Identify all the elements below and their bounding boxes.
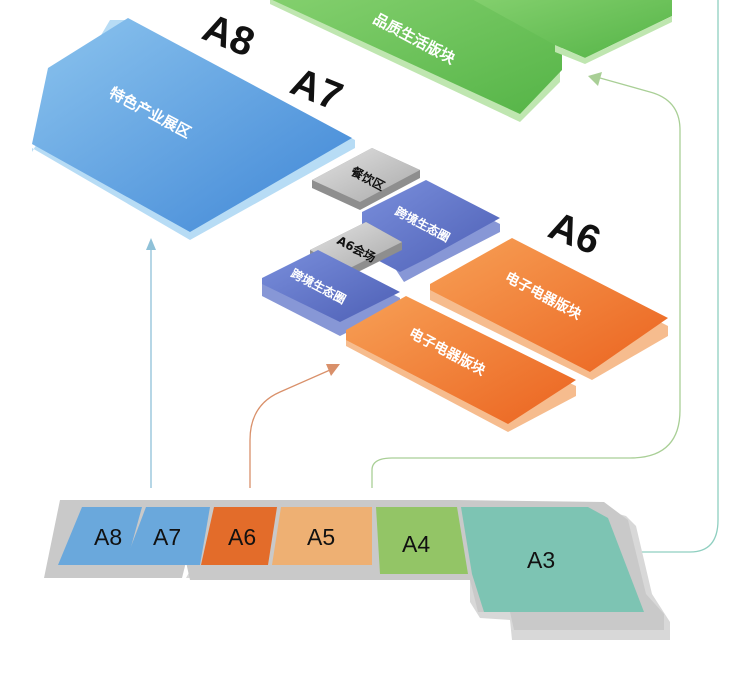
hall-floorplan: A8 A7 A6 A5 A4 A3 — [44, 500, 670, 640]
zone-featured-industry[interactable]: 特色产业展区 — [32, 18, 355, 240]
label-a8-big: A8 — [197, 6, 261, 66]
connector-a3 — [628, 0, 719, 553]
arrow-head-a8 — [146, 238, 156, 250]
connector-a4 — [371, 77, 681, 488]
hall-a8[interactable]: A8 — [58, 507, 142, 565]
hall-a8-label: A8 — [94, 524, 122, 550]
zone-cross-border-lower[interactable]: 跨境生态圈 — [262, 250, 400, 336]
label-a6-big: A6 — [543, 204, 607, 264]
hall-a3[interactable]: A3 — [461, 507, 644, 612]
hall-a5-label: A5 — [307, 524, 335, 550]
connector-a6 — [249, 369, 331, 488]
hall-a7-label: A7 — [153, 524, 181, 550]
hall-a3-label: A3 — [527, 547, 555, 573]
connector-lines — [146, 0, 719, 553]
zone-canteen[interactable]: 餐饮区 — [312, 148, 420, 210]
hall-a6-label: A6 — [228, 524, 256, 550]
arrow-head-a6 — [326, 364, 340, 376]
hall-a4[interactable]: A4 — [376, 507, 468, 574]
hall-a6[interactable]: A6 — [201, 507, 277, 565]
arrow-head-a4 — [588, 72, 602, 86]
zone-quality-life[interactable]: 品质生活版块 — [268, 0, 672, 122]
hall-a4-label: A4 — [402, 531, 430, 557]
zone-electronics-upper[interactable]: 电子电器版块 — [430, 238, 668, 380]
zone-electronics-lower[interactable]: 电子电器版块 — [346, 296, 576, 432]
hall-a7[interactable]: A7 — [124, 507, 210, 565]
hall-a5[interactable]: A5 — [272, 507, 372, 565]
